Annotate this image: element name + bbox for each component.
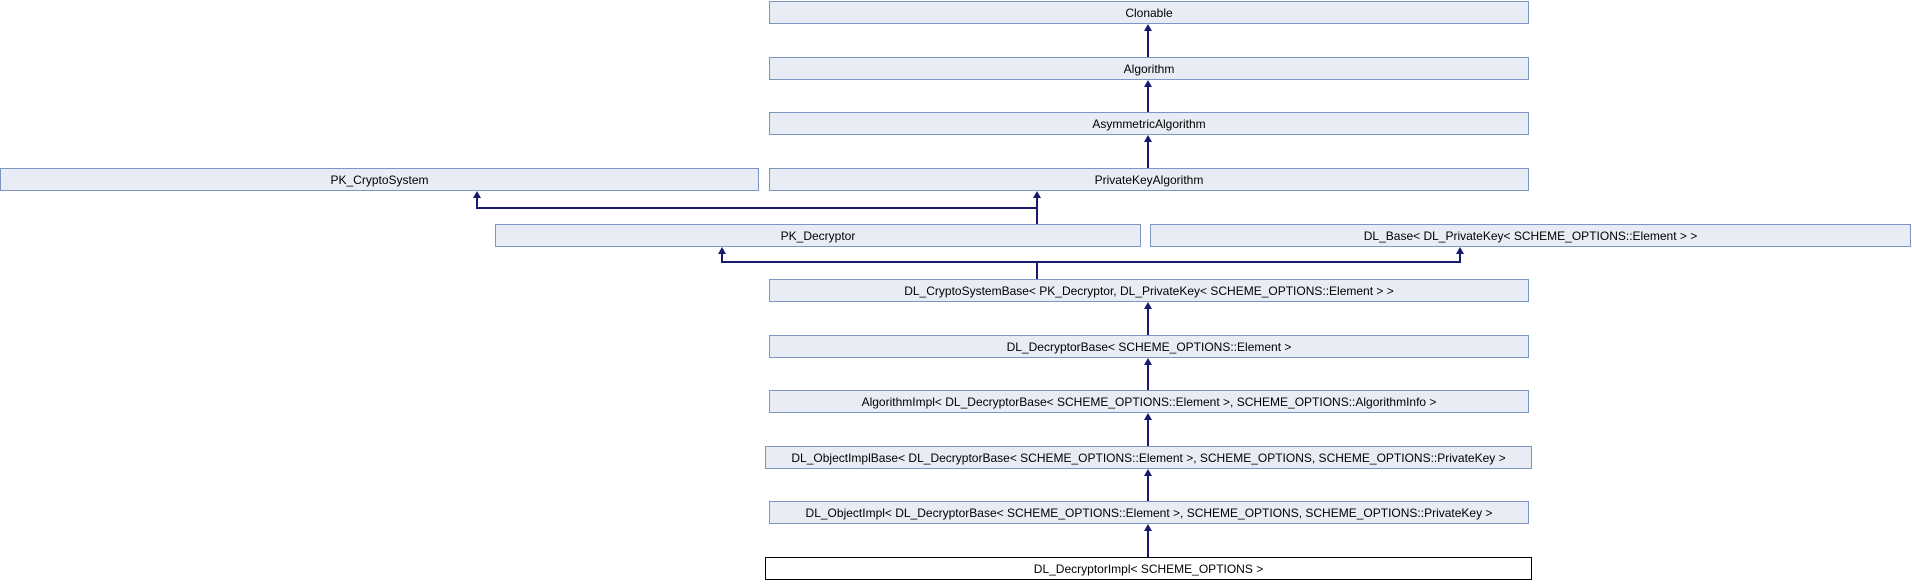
edge-line-dldecryptorimpl-dlobjectimpl (1147, 530, 1149, 557)
class-node-algorithmimpl[interactable]: AlgorithmImpl< DL_DecryptorBase< SCHEME_… (769, 390, 1529, 413)
edge-line-pkdecryptor-pkcryptosystem (476, 197, 478, 208)
arrowhead-up-icon (1144, 80, 1152, 87)
arrowhead-up-icon (1144, 469, 1152, 476)
edge-line-dlcryptosystembase-stub (1036, 262, 1038, 279)
arrowhead-up-icon (1456, 247, 1464, 254)
edge-line-asymmetricalgorithm-algorithm (1147, 86, 1149, 112)
edge-line-dlcryptosystembase-trunk (721, 261, 1461, 263)
class-node-dl-objectimplbase[interactable]: DL_ObjectImplBase< DL_DecryptorBase< SCH… (765, 446, 1532, 469)
class-node-asymmetric-algorithm[interactable]: AsymmetricAlgorithm (769, 112, 1529, 135)
class-node-dl-objectimpl[interactable]: DL_ObjectImpl< DL_DecryptorBase< SCHEME_… (769, 501, 1529, 524)
class-node-pk-decryptor[interactable]: PK_Decryptor (495, 224, 1141, 247)
edge-line-dlobjectimplbase-algorithmimpl (1147, 419, 1149, 446)
edge-line-algorithmimpl-dldecryptorbase (1147, 364, 1149, 390)
class-node-dl-base[interactable]: DL_Base< DL_PrivateKey< SCHEME_OPTIONS::… (1150, 224, 1911, 247)
class-node-clonable[interactable]: Clonable (769, 1, 1529, 24)
edge-line-pkdecryptor-trunk (476, 207, 1038, 209)
arrowhead-up-icon (718, 247, 726, 254)
edge-line-dlcryptosystembase-dlbase (1459, 253, 1461, 262)
arrowhead-up-icon (1144, 135, 1152, 142)
edge-line-pkdecryptor-privatekeyalgorithm (1036, 197, 1038, 224)
edge-line-algorithm-clonable (1147, 30, 1149, 57)
edge-line-dlcryptosystembase-pkdecryptor (721, 253, 723, 262)
class-node-private-key-algorithm[interactable]: PrivateKeyAlgorithm (769, 168, 1529, 191)
arrowhead-up-icon (1144, 358, 1152, 365)
arrowhead-up-icon (1144, 524, 1152, 531)
arrowhead-up-icon (1144, 413, 1152, 420)
arrowhead-up-icon (473, 191, 481, 198)
edge-line-dldecryptorbase-dlcryptosystembase (1147, 308, 1149, 335)
arrowhead-up-icon (1144, 24, 1152, 31)
class-node-algorithm[interactable]: Algorithm (769, 57, 1529, 80)
class-node-dl-decryptorimpl: DL_DecryptorImpl< SCHEME_OPTIONS > (765, 557, 1532, 580)
class-node-dl-cryptosystembase[interactable]: DL_CryptoSystemBase< PK_Decryptor, DL_Pr… (769, 279, 1529, 302)
edge-line-privatekeyalgorithm-asymmetricalgorithm (1147, 141, 1149, 168)
class-node-pk-cryptosystem[interactable]: PK_CryptoSystem (0, 168, 759, 191)
edge-line-dlobjectimpl-dlobjectimplbase (1147, 475, 1149, 501)
arrowhead-up-icon (1144, 302, 1152, 309)
class-node-dl-decryptorbase[interactable]: DL_DecryptorBase< SCHEME_OPTIONS::Elemen… (769, 335, 1529, 358)
arrowhead-up-icon (1033, 191, 1041, 198)
